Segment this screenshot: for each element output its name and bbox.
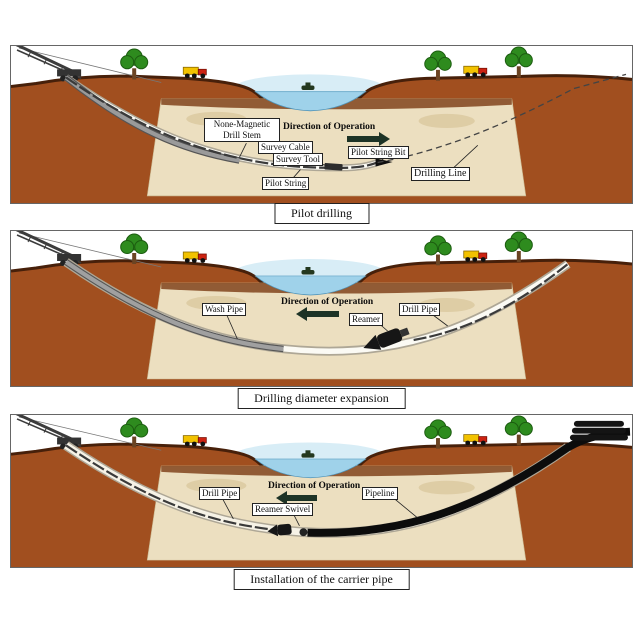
direction-of-operation-label: Direction of Operation	[281, 297, 374, 307]
label-reamer-swivel: Reamer Swivel	[252, 503, 314, 516]
label-survey-tool: Survey Tool	[273, 153, 323, 166]
direction-arrow-icon	[276, 491, 317, 505]
caption-diameter-expansion: Drilling diameter expansion	[237, 388, 406, 409]
scene-diameter-expansion	[11, 231, 632, 386]
direction-of-operation-label: Direction of Operation	[268, 481, 361, 491]
label-drill-pipe: Drill Pipe	[399, 303, 441, 316]
label-pipeline: Pipeline	[362, 487, 398, 500]
direction-arrow-icon	[347, 132, 390, 146]
direction-arrow-icon	[296, 307, 339, 321]
label-pilot-string-bit: Pilot String Bit	[348, 146, 409, 159]
panel-diameter-expansion: Wash Pipe Direction of Operation Reamer …	[10, 230, 633, 387]
label-drilling-line: Drilling Line	[411, 167, 470, 181]
label-reamer: Reamer	[349, 313, 383, 326]
panel-pilot-drilling: None-Magnetic Drill Stem Direction of Op…	[10, 45, 633, 204]
label-pilot-string: Pilot String	[262, 177, 310, 190]
scene-carrier-pipe	[11, 415, 632, 567]
panel-carrier-pipe: Drill Pipe Direction of Operation Reamer…	[10, 414, 633, 568]
label-none-magnetic-drill-stem: None-Magnetic Drill Stem	[204, 118, 280, 142]
label-drill-pipe: Drill Pipe	[199, 487, 241, 500]
direction-of-operation-label: Direction of Operation	[283, 122, 376, 132]
label-wash-pipe: Wash Pipe	[202, 303, 247, 316]
caption-pilot-drilling: Pilot drilling	[273, 203, 370, 224]
caption-carrier-pipe: Installation of the carrier pipe	[233, 569, 410, 590]
scene-pilot-drilling	[11, 46, 632, 203]
